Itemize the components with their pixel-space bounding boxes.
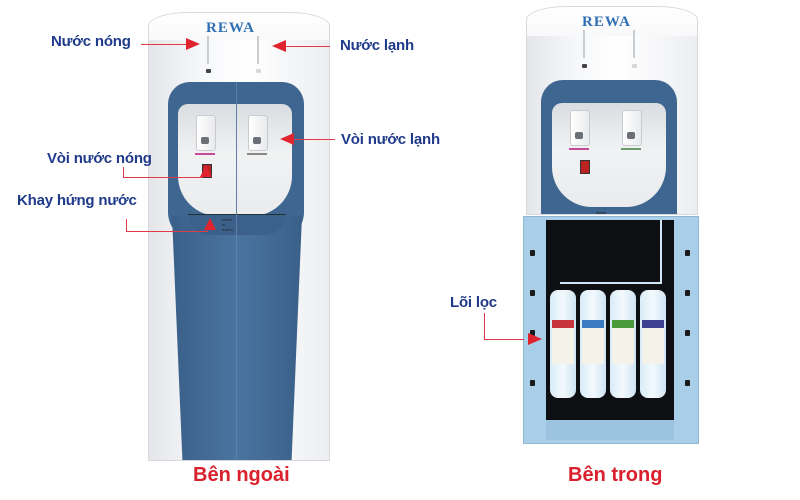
frame-hole	[530, 250, 535, 256]
caption-exterior: Bên ngoài	[193, 464, 290, 486]
hot-water-tap-right[interactable]	[570, 110, 590, 146]
cold-water-tap[interactable]	[248, 115, 268, 151]
filter-cartridge-2[interactable]	[580, 290, 606, 398]
filter-cartridge-1[interactable]	[550, 290, 576, 398]
cold-tap-nozzle-right	[627, 132, 635, 139]
cold-tap-marker	[247, 153, 267, 155]
cold-water-tap-right[interactable]	[622, 110, 642, 146]
hot-water-tap[interactable]	[196, 115, 216, 151]
brand-logo: REWA	[206, 20, 256, 36]
filter-band	[612, 320, 634, 328]
filter-band	[582, 320, 604, 328]
water-tube	[560, 282, 660, 284]
safety-lock-right[interactable]	[580, 160, 590, 174]
hot-tap-marker	[195, 153, 215, 155]
arrow-hot-tap	[200, 165, 212, 177]
pointer-filter-core-v	[484, 313, 485, 339]
hot-indicator-slot-right	[583, 30, 585, 58]
filter-label	[582, 320, 604, 364]
panel-seam	[236, 82, 237, 460]
arrow-filter-core	[528, 333, 542, 345]
label-filter-core: Lõi lọc	[450, 294, 497, 311]
label-hot-tap: Vòi nước nóng	[47, 150, 152, 167]
filter-cartridge-3[interactable]	[610, 290, 636, 398]
cold-indicator-slot	[257, 36, 259, 64]
pointer-hot-tap-h	[123, 177, 203, 178]
pointer-drip-tray-h	[126, 231, 208, 232]
filter-cartridge-4[interactable]	[640, 290, 666, 398]
bottom-plate	[546, 420, 674, 440]
frame-hole	[685, 250, 690, 256]
brand-logo-right: REWA	[582, 14, 632, 30]
frame-hole	[685, 290, 690, 296]
made-in-label: Made in Korea	[222, 217, 233, 232]
cold-indicator-light	[256, 69, 261, 73]
label-drip-tray: Khay hứng nước	[17, 192, 137, 209]
hot-indicator-light	[206, 69, 211, 73]
filter-band	[552, 320, 574, 328]
frame-hole	[530, 290, 535, 296]
label-cold-water: Nước lạnh	[340, 37, 414, 54]
pointer-hot-tap-v	[123, 167, 124, 177]
hot-indicator-slot	[207, 36, 209, 64]
arrow-cold-tap	[280, 133, 294, 145]
pointer-cold-tap	[293, 139, 335, 140]
pointer-drip-tray-v	[126, 219, 127, 231]
pointer-filter-core-h	[484, 339, 524, 340]
arrow-drip-tray	[204, 218, 216, 230]
lower-panel	[172, 216, 302, 460]
water-tube	[660, 220, 662, 284]
filter-label	[642, 320, 664, 364]
filter-band	[642, 320, 664, 328]
arrow-cold-water	[272, 40, 286, 52]
hot-tap-nozzle-right	[575, 132, 583, 139]
pointer-hot-water	[141, 44, 187, 45]
cold-tap-nozzle	[253, 137, 261, 144]
frame-hole	[685, 330, 690, 336]
label-hot-water: Nước nóng	[51, 33, 131, 50]
frame-hole	[530, 380, 535, 386]
hot-tap-marker-right	[569, 148, 589, 150]
pointer-cold-water	[285, 46, 330, 47]
cold-indicator-light-right	[632, 64, 637, 68]
cold-indicator-slot-right	[633, 30, 635, 58]
cold-tap-marker-right	[621, 148, 641, 150]
hot-indicator-light-right	[582, 64, 587, 68]
hot-tap-nozzle	[201, 137, 209, 144]
arrow-hot-water	[186, 38, 200, 50]
caption-interior: Bên trong	[568, 464, 663, 486]
filter-label	[612, 320, 634, 364]
frame-hole	[685, 380, 690, 386]
filter-label	[552, 320, 574, 364]
label-cold-tap: Vòi nước lạnh	[341, 131, 440, 148]
